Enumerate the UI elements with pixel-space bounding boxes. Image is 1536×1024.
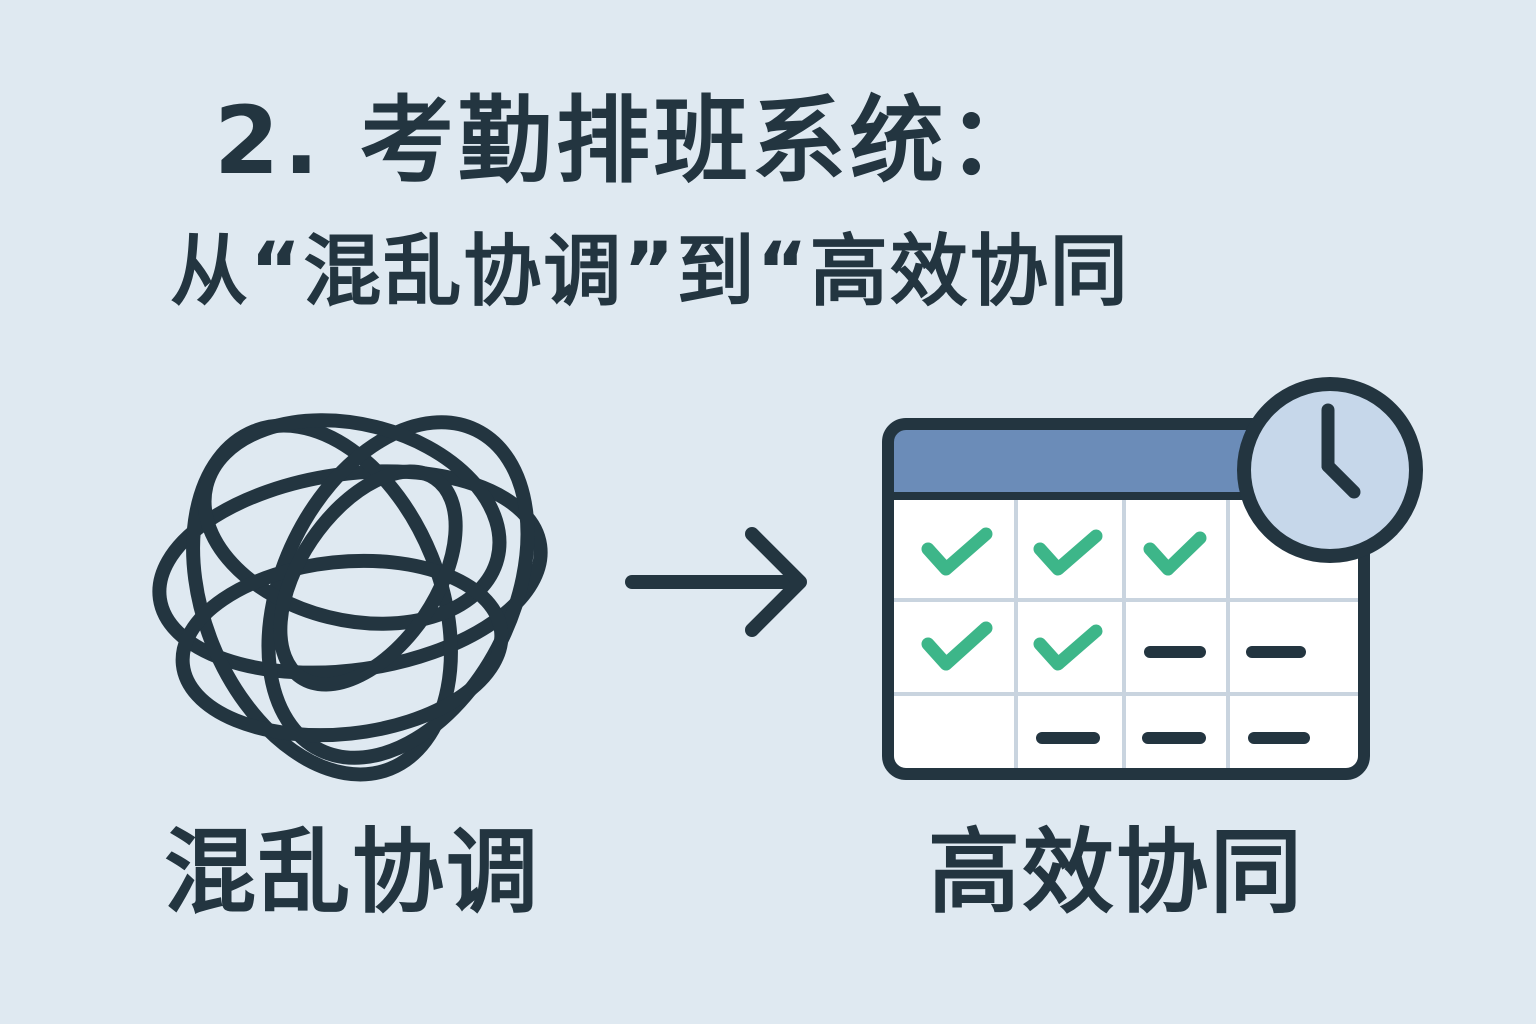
page-title: 2. 考勤排班系统： (214, 87, 1046, 196)
check-icon (921, 527, 993, 576)
calendar-dashes (1036, 646, 1310, 744)
check-icon (1033, 624, 1103, 671)
tangled-loops-icon (152, 413, 548, 782)
chaos-label: 混乱协调 (164, 819, 541, 926)
check-icon (1143, 531, 1207, 576)
check-icon (1033, 529, 1103, 576)
right-arrow-icon (625, 527, 807, 637)
check-icon (921, 621, 993, 671)
page-subtitle: 从“混乱协调”到“高效协同 (170, 227, 1130, 317)
clock-icon (1237, 377, 1423, 563)
calendar-checks (921, 527, 1207, 671)
efficient-label: 高效协同 (928, 819, 1305, 926)
